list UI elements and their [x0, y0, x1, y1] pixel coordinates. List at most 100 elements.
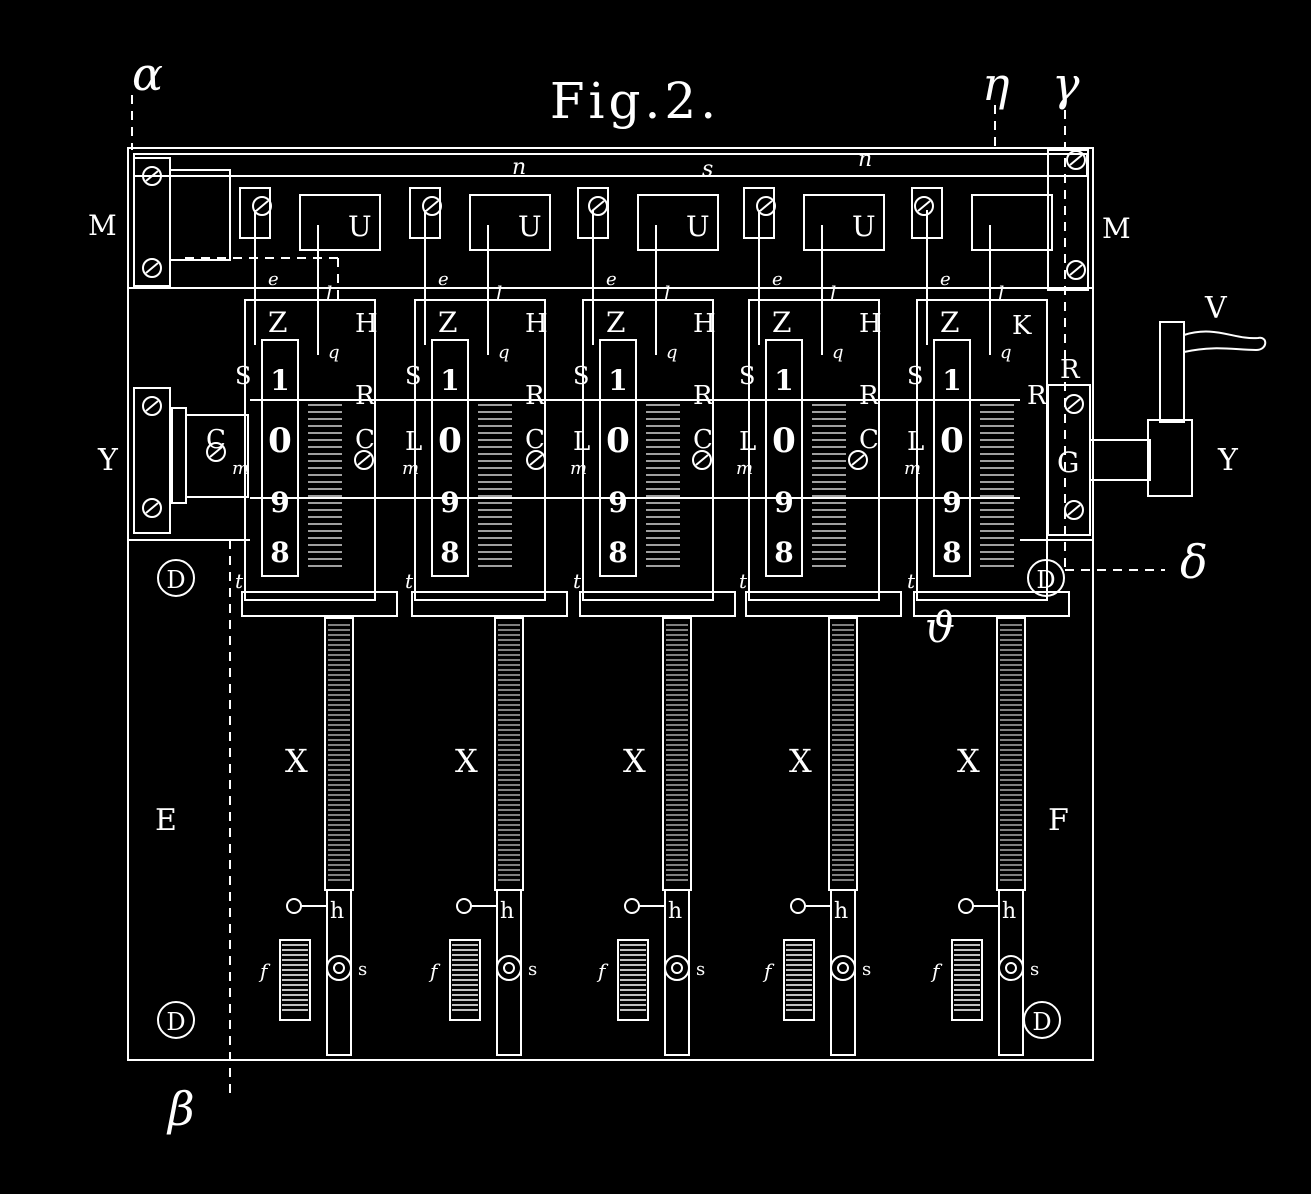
screw-head	[142, 396, 162, 416]
label-s: s	[702, 157, 713, 182]
label-t: t	[573, 569, 582, 593]
label-E: E	[155, 803, 177, 838]
label-l: l	[496, 281, 502, 305]
label-S: S	[739, 362, 755, 390]
label-M-right: M	[1102, 212, 1131, 245]
label-H: H	[693, 309, 716, 339]
screw	[848, 450, 868, 470]
label-l: l	[326, 281, 332, 305]
left-bracket	[133, 157, 249, 534]
mount-holes: D D D D	[157, 559, 1065, 1039]
screw-head	[848, 450, 868, 470]
label-m: m	[232, 458, 249, 479]
figure-title: Fig.2.	[550, 72, 720, 130]
label-m: m	[570, 458, 587, 479]
slide-pin-core	[671, 962, 683, 974]
screw-slot	[917, 200, 931, 212]
column-base	[579, 591, 736, 617]
label-left: L	[907, 427, 924, 457]
label-f: f	[428, 959, 441, 983]
number-wheel	[765, 339, 803, 577]
wheel-digit: 9	[942, 486, 961, 519]
wheel-digit: 0	[606, 421, 630, 461]
housing-U	[803, 194, 885, 251]
label-f: f	[762, 959, 775, 983]
label-U: U	[686, 210, 710, 243]
number-wheel	[431, 339, 469, 577]
label-q: q	[832, 342, 844, 363]
column-base	[745, 591, 902, 617]
label-Z: Z	[940, 306, 959, 339]
label-t: t	[739, 569, 748, 593]
column-housing	[916, 299, 1048, 601]
slide-pin-core	[333, 962, 345, 974]
label-H: H	[525, 309, 548, 339]
screw	[354, 450, 374, 470]
screw-slot	[209, 446, 223, 458]
wheel-digit: 9	[270, 486, 289, 519]
right-bracket	[1047, 149, 1267, 536]
screw-head	[422, 196, 442, 216]
label-q: q	[498, 342, 510, 363]
label-h: h	[500, 899, 514, 924]
slide-pin-core	[837, 962, 849, 974]
wheel-digit: 1	[942, 364, 961, 397]
label-q: q	[328, 342, 340, 363]
screw-slot	[145, 502, 159, 514]
screw-head	[1064, 394, 1084, 414]
label-X: X	[957, 742, 980, 780]
rack-bar	[828, 617, 858, 891]
label-s: s	[862, 959, 871, 980]
label-H: H	[355, 309, 378, 339]
column-base	[241, 591, 398, 617]
wheel-digit: 1	[608, 364, 627, 397]
screw-slot	[425, 200, 439, 212]
svg-text:D: D	[1032, 1008, 1051, 1036]
screw-slot	[145, 400, 159, 412]
label-X: X	[623, 742, 646, 780]
slide-pin-core	[503, 962, 515, 974]
upper-rack	[812, 404, 846, 567]
wheel-digit: 8	[942, 536, 961, 569]
screw	[692, 450, 712, 470]
number-wheel	[261, 339, 299, 577]
theta-mark: ϑ	[925, 603, 955, 652]
screw-head	[526, 450, 546, 470]
spring	[279, 939, 311, 1021]
label-e: e	[940, 269, 951, 290]
label-Z: Z	[606, 306, 625, 339]
wheel-digit: 8	[270, 536, 289, 569]
label-K: K	[1012, 311, 1032, 341]
label-R: R	[693, 381, 714, 411]
wheel-digit: 9	[774, 486, 793, 519]
screw-head	[142, 258, 162, 278]
mount-hole: D	[1027, 559, 1065, 597]
delta-mark: δ	[1180, 535, 1208, 589]
screw-slot	[145, 170, 159, 182]
svg-text:D: D	[166, 1008, 185, 1036]
label-Z: Z	[268, 306, 287, 339]
screw	[142, 396, 162, 416]
spring	[617, 939, 649, 1021]
wheel-digit: 8	[440, 536, 459, 569]
screw-slot	[255, 200, 269, 212]
label-s: s	[1030, 959, 1039, 980]
screw-slot	[1067, 398, 1081, 410]
screw	[914, 196, 934, 216]
label-m: m	[736, 458, 753, 479]
screws	[142, 150, 1086, 520]
wheel-digit: 0	[268, 421, 292, 461]
column-housing	[748, 299, 880, 601]
screw	[206, 442, 226, 462]
screw-slot	[695, 454, 709, 466]
screw-slot	[1069, 264, 1083, 276]
label-e: e	[268, 269, 279, 290]
screw-slot	[759, 200, 773, 212]
screw-head	[206, 442, 226, 462]
section-lines	[131, 95, 1165, 1100]
slide-pin	[830, 955, 856, 981]
label-f: f	[596, 959, 609, 983]
